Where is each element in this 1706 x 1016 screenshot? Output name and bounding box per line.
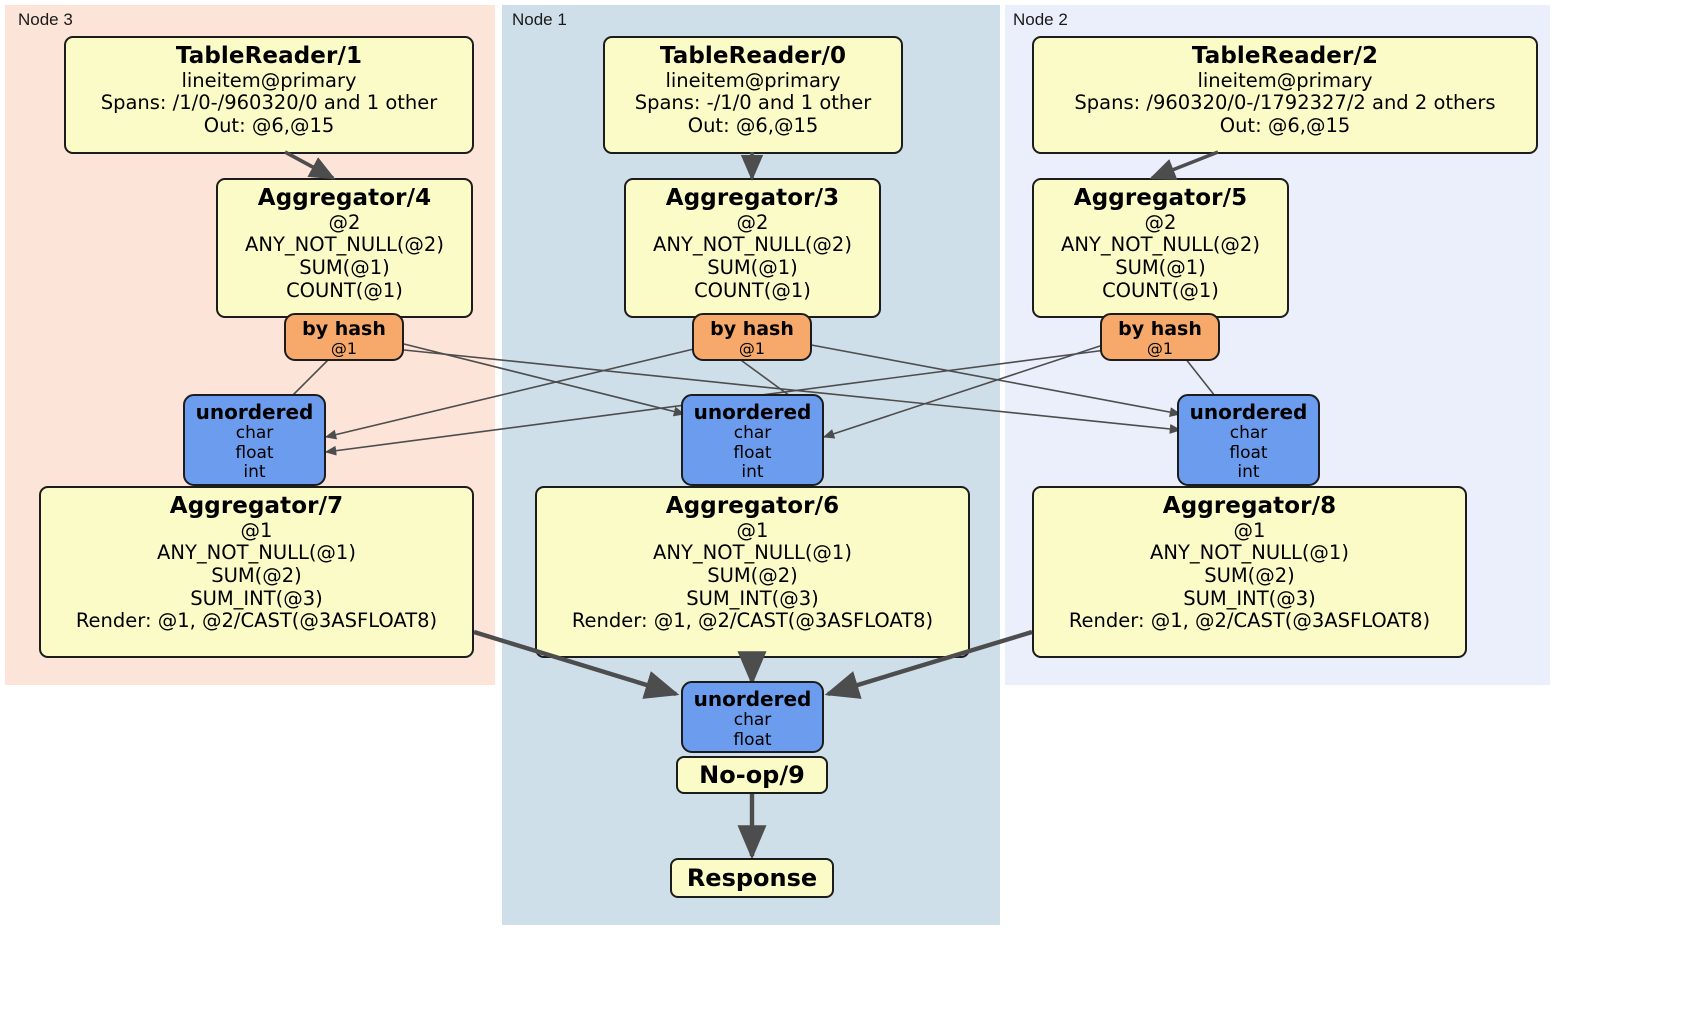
processor-line: Spans: -/1/0 and 1 other: [634, 91, 872, 115]
processor-table-reader-1[interactable]: TableReader/1 lineitem@primary Spans: /1…: [64, 36, 474, 154]
processor-aggregator-7[interactable]: Aggregator/7 @1 ANY_NOT_NULL(@1) SUM(@2)…: [39, 486, 474, 658]
synchronizer-line: int: [1237, 462, 1260, 483]
synchronizer-unordered-center[interactable]: unordered char float int: [681, 394, 824, 486]
processor-title: Response: [686, 864, 818, 892]
processor-line: SUM(@1): [1115, 255, 1206, 279]
processor-aggregator-5[interactable]: Aggregator/5 @2 ANY_NOT_NULL(@2) SUM(@1)…: [1032, 178, 1289, 318]
synchronizer-line: float: [733, 442, 772, 463]
processor-line: @1: [1233, 518, 1266, 542]
processor-line: SUM(@2): [707, 563, 798, 587]
processor-line: SUM(@2): [211, 563, 302, 587]
router-line: @1: [738, 339, 766, 359]
processor-line: @2: [736, 210, 769, 234]
processor-title: No-op/9: [699, 761, 805, 789]
processor-line: ANY_NOT_NULL(@1): [653, 541, 852, 565]
processor-line: ANY_NOT_NULL(@2): [653, 233, 852, 257]
processor-table-reader-2[interactable]: TableReader/2 lineitem@primary Spans: /9…: [1032, 36, 1538, 154]
synchronizer-line: char: [1229, 423, 1268, 443]
synchronizer-title: unordered: [693, 687, 812, 711]
processor-title: Aggregator/4: [257, 185, 432, 211]
processor-title: TableReader/0: [659, 43, 847, 69]
processor-line: Render: @1, @2/CAST(@3ASFLOAT8): [75, 609, 438, 633]
router-by-hash-left[interactable]: by hash @1: [284, 313, 404, 361]
processor-title: TableReader/1: [175, 43, 363, 69]
synchronizer-title: unordered: [195, 400, 314, 424]
processor-title: Aggregator/6: [665, 493, 840, 519]
processor-no-op-9[interactable]: No-op/9: [676, 756, 828, 794]
processor-line: Render: @1, @2/CAST(@3ASFLOAT8): [1068, 609, 1431, 633]
processor-response[interactable]: Response: [670, 858, 834, 898]
node-label-node2: Node 2: [1013, 10, 1068, 29]
synchronizer-unordered-left[interactable]: unordered char float int: [183, 394, 326, 486]
router-line: @1: [1146, 339, 1174, 359]
router-by-hash-center[interactable]: by hash @1: [692, 313, 812, 361]
processor-line: ANY_NOT_NULL(@1): [1150, 541, 1349, 565]
router-title: by hash: [1118, 318, 1202, 340]
processor-aggregator-3[interactable]: Aggregator/3 @2 ANY_NOT_NULL(@2) SUM(@1)…: [624, 178, 881, 318]
processor-line: COUNT(@1): [1102, 278, 1219, 302]
processor-line: COUNT(@1): [286, 278, 403, 302]
synchronizer-title: unordered: [693, 400, 812, 424]
synchronizer-line: char: [733, 423, 772, 443]
processor-title: Aggregator/5: [1073, 185, 1248, 211]
processor-line: Out: @6,@15: [203, 113, 335, 137]
processor-aggregator-4[interactable]: Aggregator/4 @2 ANY_NOT_NULL(@2) SUM(@1)…: [216, 178, 473, 318]
processor-line: SUM_INT(@3): [190, 586, 323, 610]
processor-title: TableReader/2: [1191, 43, 1379, 69]
processor-line: SUM_INT(@3): [686, 586, 819, 610]
processor-aggregator-8[interactable]: Aggregator/8 @1 ANY_NOT_NULL(@1) SUM(@2)…: [1032, 486, 1467, 658]
processor-line: Out: @6,@15: [1219, 113, 1351, 137]
processor-title: Aggregator/3: [665, 185, 840, 211]
processor-line: SUM_INT(@3): [1183, 586, 1316, 610]
node-label-node3: Node 3: [18, 10, 73, 29]
synchronizer-line: float: [733, 729, 772, 750]
synchronizer-line: int: [741, 462, 764, 483]
processor-line: Spans: /960320/0-/1792327/2 and 2 others: [1074, 91, 1496, 115]
synchronizer-unordered-right[interactable]: unordered char float int: [1177, 394, 1320, 486]
processor-line: Out: @6,@15: [687, 113, 819, 137]
processor-line: Spans: /1/0-/960320/0 and 1 other: [100, 91, 438, 115]
processor-line: ANY_NOT_NULL(@2): [1061, 233, 1260, 257]
processor-line: SUM(@2): [1204, 563, 1295, 587]
processor-line: ANY_NOT_NULL(@2): [245, 233, 444, 257]
synchronizer-title: unordered: [1189, 400, 1308, 424]
processor-line: @2: [328, 210, 361, 234]
processor-line: COUNT(@1): [694, 278, 811, 302]
processor-line: lineitem@primary: [181, 68, 357, 92]
router-title: by hash: [710, 318, 794, 340]
router-by-hash-right[interactable]: by hash @1: [1100, 313, 1220, 361]
processor-line: lineitem@primary: [665, 68, 841, 92]
processor-line: lineitem@primary: [1197, 68, 1373, 92]
processor-line: Render: @1, @2/CAST(@3ASFLOAT8): [571, 609, 934, 633]
synchronizer-line: float: [235, 442, 274, 463]
processor-title: Aggregator/8: [1162, 493, 1337, 519]
processor-line: ANY_NOT_NULL(@1): [157, 541, 356, 565]
node-label-node1: Node 1: [512, 10, 567, 29]
synchronizer-unordered-final[interactable]: unordered char float: [681, 681, 824, 753]
processor-line: SUM(@1): [299, 255, 390, 279]
processor-aggregator-6[interactable]: Aggregator/6 @1 ANY_NOT_NULL(@1) SUM(@2)…: [535, 486, 970, 658]
synchronizer-line: int: [243, 462, 266, 483]
router-line: @1: [330, 339, 358, 359]
processor-line: @1: [736, 518, 769, 542]
synchronizer-line: float: [1229, 442, 1268, 463]
processor-line: @1: [240, 518, 273, 542]
processor-line: @2: [1144, 210, 1177, 234]
processor-table-reader-0[interactable]: TableReader/0 lineitem@primary Spans: -/…: [603, 36, 903, 154]
processor-title: Aggregator/7: [169, 493, 344, 519]
synchronizer-line: char: [235, 423, 274, 443]
router-title: by hash: [302, 318, 386, 340]
processor-line: SUM(@1): [707, 255, 798, 279]
synchronizer-line: char: [733, 710, 772, 730]
